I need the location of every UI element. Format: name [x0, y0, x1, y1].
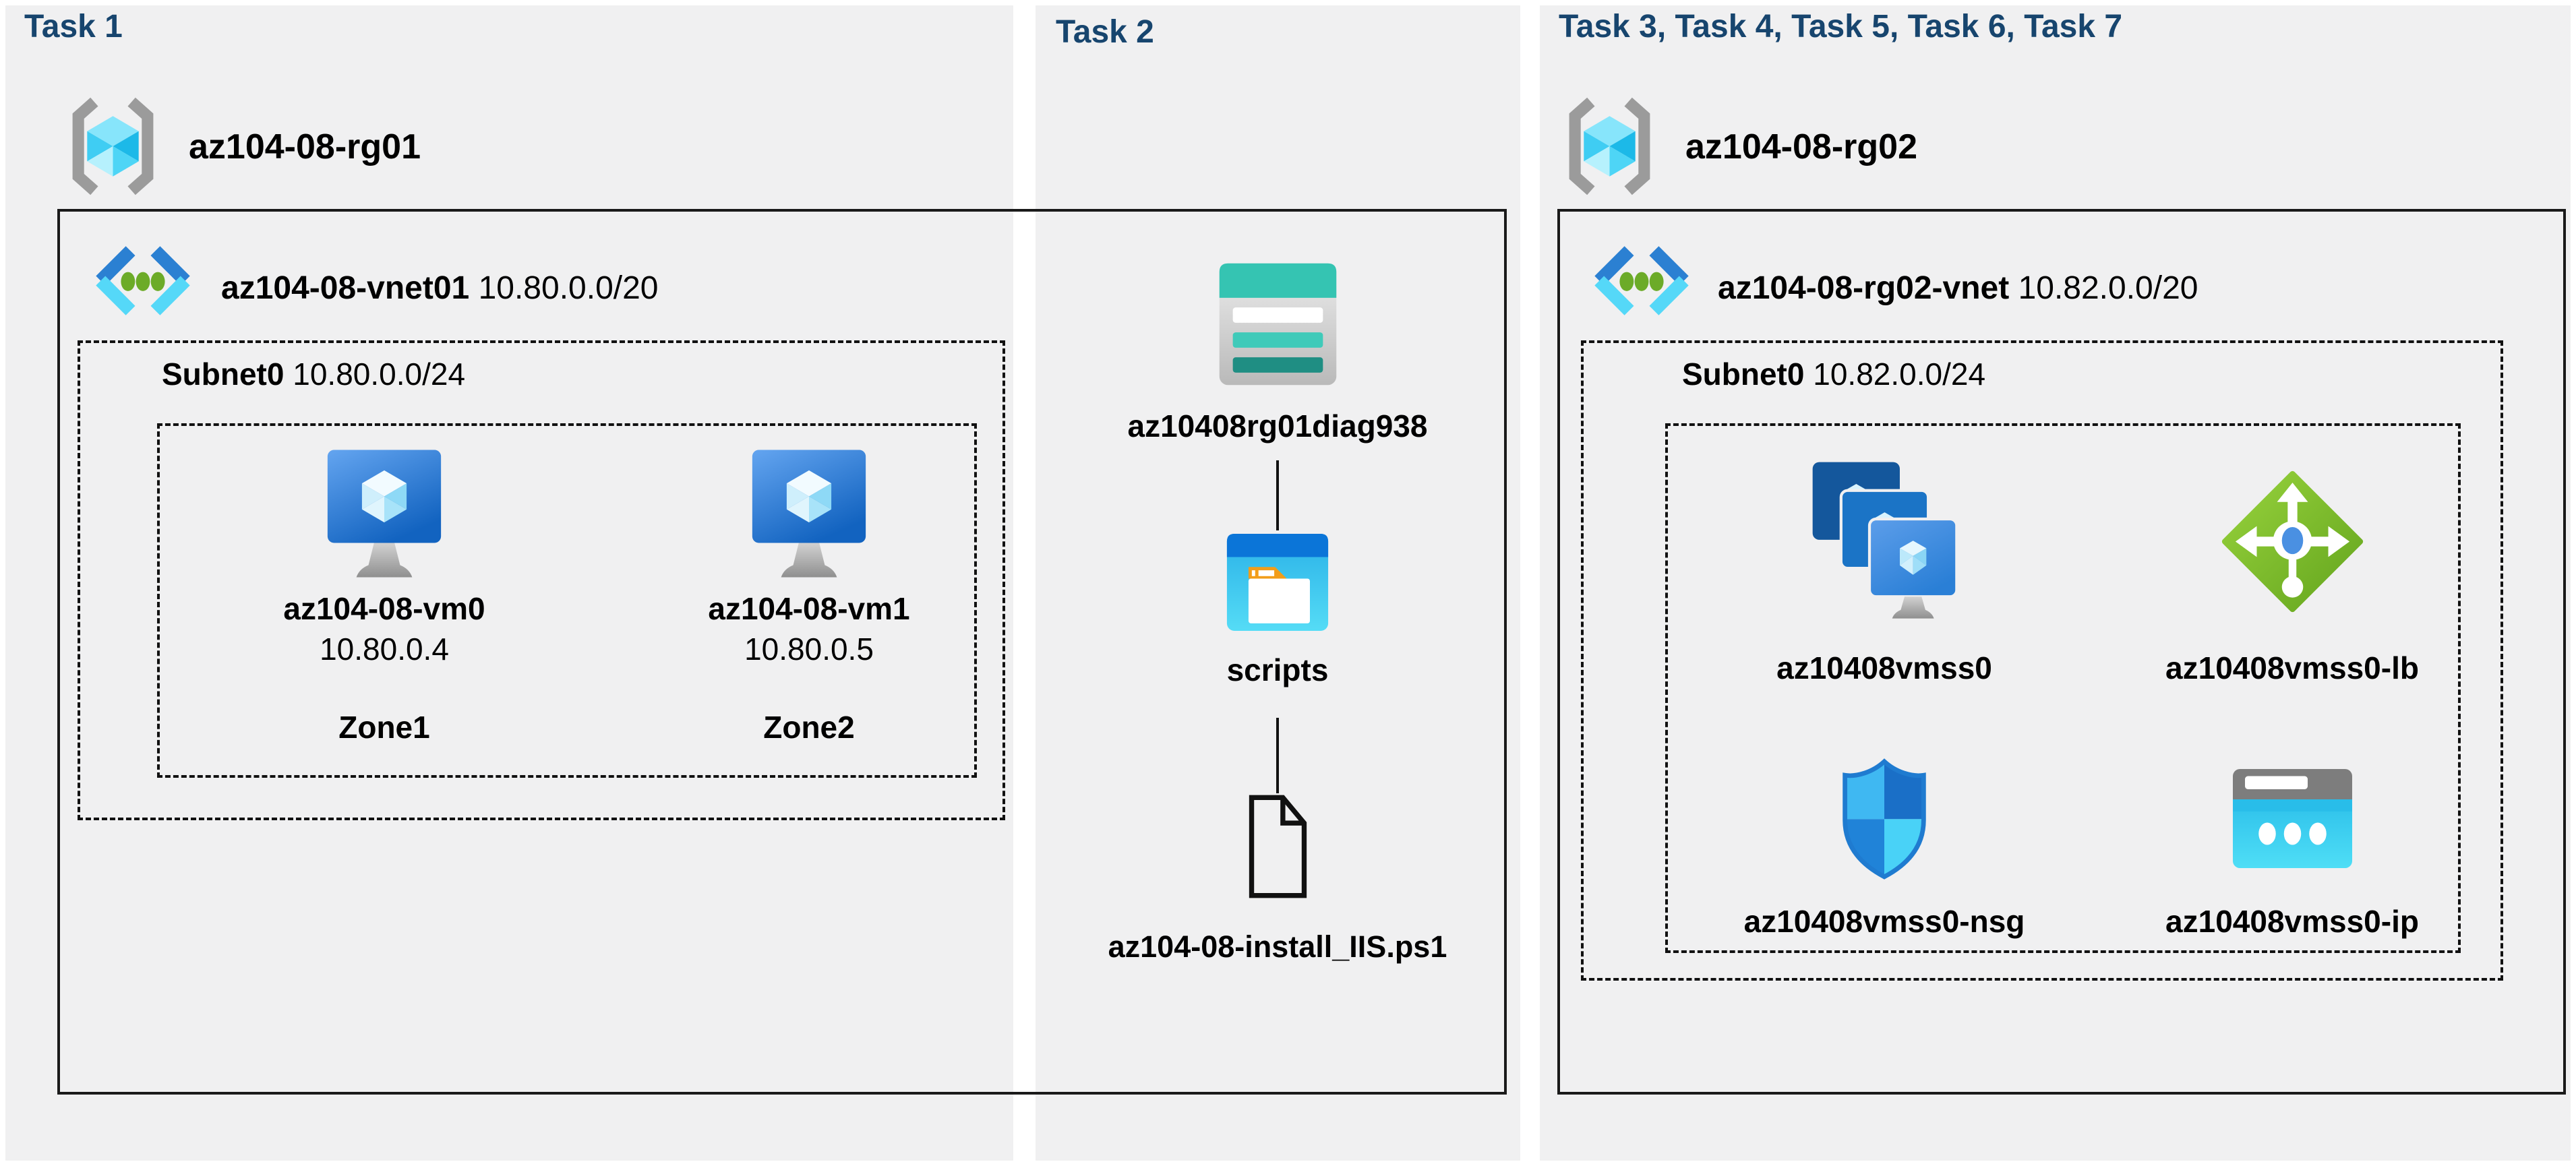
- network-security-group-icon: [1834, 754, 1935, 882]
- load-balancer-name: az10408vmss0-lb: [2165, 650, 2419, 685]
- public-ip-icon: [2227, 763, 2358, 874]
- rg01-name: az104-08-rg01: [189, 127, 421, 166]
- vmss-block: az10408vmss0: [1696, 439, 2073, 686]
- vm-group-box: [157, 423, 977, 778]
- load-balancer-block: az10408vmss0-lb: [2103, 439, 2481, 686]
- rg02-vnet-cidr: 10.82.0.0/20: [2018, 270, 2198, 306]
- rg02-vnet-box: [1557, 209, 2566, 1095]
- vm0-name: az104-08-vm0: [283, 591, 485, 626]
- connector-storage-to-scripts: [1276, 460, 1279, 530]
- vmss-name: az10408vmss0: [1776, 650, 1992, 685]
- vnet01-label: az104-08-vnet01 10.80.0.0/20: [221, 270, 658, 307]
- task1-title: Task 1: [24, 9, 123, 44]
- blob-container-folder-icon: [1224, 530, 1331, 634]
- public-ip-name: az10408vmss0-ip: [2165, 904, 2419, 939]
- subnet0-b-name: Subnet0: [1682, 357, 1805, 392]
- vm1-zone: Zone2: [763, 710, 855, 745]
- vm0-ip: 10.80.0.4: [320, 632, 449, 667]
- subnet0-a-cidr: 10.80.0.0/24: [293, 357, 466, 392]
- virtual-machine-icon: [324, 446, 445, 581]
- vnet01-cidr: 10.80.0.0/20: [478, 270, 659, 306]
- virtual-network-icon: [1588, 239, 1696, 322]
- resource-group-icon: [1561, 93, 1658, 200]
- vm0-block: az104-08-vm0 10.80.0.4 Zone1: [222, 446, 546, 745]
- task3-title: Task 3, Task 4, Task 5, Task 6, Task 7: [1559, 9, 2123, 44]
- subnet0-a-label: Subnet0 10.80.0.0/24: [162, 356, 465, 392]
- nsg-block: az10408vmss0-nsg: [1696, 740, 2073, 940]
- load-balancer-icon: [2220, 469, 2365, 614]
- virtual-machine-icon: [748, 446, 870, 581]
- vnet01-box: [57, 209, 1507, 1095]
- vmss-group-box: [1665, 423, 2461, 953]
- subnet0-b-cidr: 10.82.0.0/24: [1813, 357, 1986, 392]
- storage-account-name: az10408rg01diag938: [1127, 408, 1428, 443]
- script-file-icon: [1246, 793, 1310, 900]
- vm1-ip: 10.80.0.5: [744, 632, 874, 667]
- task2-title: Task 2: [1056, 14, 1154, 50]
- subnet0-a-name: Subnet0: [162, 357, 284, 392]
- panel-task1: [5, 5, 1013, 1161]
- rg02-name: az104-08-rg02: [1685, 127, 1917, 166]
- vm0-zone: Zone1: [338, 710, 430, 745]
- vm-scale-set-icon: [1809, 458, 1960, 624]
- storage-account-icon: [1216, 259, 1340, 389]
- nsg-name: az10408vmss0-nsg: [1743, 904, 2025, 939]
- subnet0-b-label: Subnet0 10.82.0.0/24: [1682, 356, 1985, 392]
- vnet01-name: az104-08-vnet01: [221, 270, 470, 306]
- virtual-network-icon: [89, 239, 197, 322]
- container-name: scripts: [1226, 652, 1329, 687]
- script-file-name: az104-08-install_IIS.ps1: [1108, 929, 1447, 964]
- resource-group-icon: [64, 93, 162, 200]
- public-ip-block: az10408vmss0-ip: [2103, 740, 2481, 940]
- subnet0-a-box: [78, 340, 1005, 820]
- vm1-name: az104-08-vm1: [708, 591, 910, 626]
- connector-scripts-to-file: [1276, 718, 1279, 793]
- task2-stack: az10408rg01diag938 scripts az104-08-inst…: [1062, 259, 1493, 964]
- panel-task3: [1540, 5, 2571, 1161]
- rg02-vnet-label: az104-08-rg02-vnet 10.82.0.0/20: [1718, 270, 2198, 307]
- subnet0-b-box: [1581, 340, 2503, 981]
- vm1-block: az104-08-vm1 10.80.0.5 Zone2: [647, 446, 971, 745]
- rg02-vnet-name: az104-08-rg02-vnet: [1718, 270, 2010, 306]
